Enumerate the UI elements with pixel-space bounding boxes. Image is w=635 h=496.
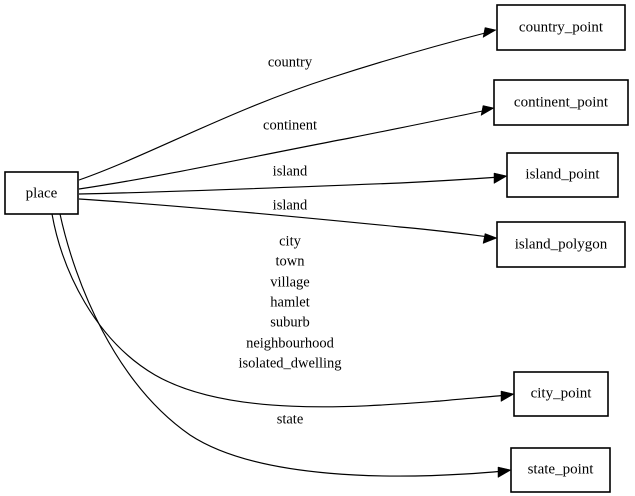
node-island-point-box xyxy=(506,152,619,198)
edge-line-continent xyxy=(78,109,488,190)
node-island-point-label: island_point xyxy=(525,166,600,182)
arrow-head-country xyxy=(482,27,497,38)
edge-line-country xyxy=(78,31,490,181)
edge-label-city-line-suburb: suburb xyxy=(270,314,309,330)
edge-label-state: state xyxy=(277,411,304,427)
node-state-point-box xyxy=(510,447,611,493)
edge-label-island-polygon: island xyxy=(273,197,308,213)
node-place-label: place xyxy=(26,185,58,201)
arrow-head-state xyxy=(497,466,512,478)
node-island-polygon-box xyxy=(496,221,626,268)
node-place-box xyxy=(4,171,79,215)
arrow-head-island-point xyxy=(493,172,508,184)
edge-label-city-line-neighbourhood: neighbourhood xyxy=(246,335,335,351)
edge-label-city-line-town: town xyxy=(276,253,306,269)
edge-line-island-polygon xyxy=(78,198,491,238)
arrow-head-continent xyxy=(480,105,495,116)
edge-line-city xyxy=(51,213,508,408)
node-continent-point[interactable]: continent_point xyxy=(493,79,629,126)
node-country-point-label: country_point xyxy=(519,19,604,35)
edge-place-to-island-point[interactable] xyxy=(78,172,508,195)
edge-label-city-line-isolated-dwelling: isolated_dwelling xyxy=(238,355,341,371)
edge-label-continent: continent xyxy=(263,117,317,133)
edge-label-island-point: island xyxy=(273,163,308,179)
edge-label-city-multiline: city town village hamlet suburb neighbou… xyxy=(238,233,341,371)
node-continent-point-box xyxy=(493,79,629,126)
node-island-polygon-label: island_polygon xyxy=(515,236,608,252)
edge-place-to-city-point[interactable] xyxy=(51,213,515,408)
node-island-polygon[interactable]: island_polygon xyxy=(496,221,626,268)
edge-place-to-country-point[interactable] xyxy=(78,27,497,181)
node-continent-point-label: continent_point xyxy=(514,94,609,110)
edge-label-city-line-village: village xyxy=(270,274,309,290)
arrow-head-island-polygon xyxy=(482,233,498,244)
node-state-point-label: state_point xyxy=(528,461,595,477)
node-island-point[interactable]: island_point xyxy=(506,152,619,198)
node-city-point-box xyxy=(513,371,609,417)
node-place[interactable]: place xyxy=(4,171,79,215)
node-city-point-label: city_point xyxy=(531,385,593,401)
edge-place-to-state-point[interactable] xyxy=(59,213,512,478)
edge-line-state xyxy=(59,213,505,477)
edge-label-city-line-city: city xyxy=(279,233,301,249)
node-country-point-box xyxy=(496,4,626,51)
arrow-head-city xyxy=(500,390,515,402)
edge-place-to-island-polygon[interactable] xyxy=(78,198,498,244)
edge-label-country: country xyxy=(268,54,313,70)
node-city-point[interactable]: city_point xyxy=(513,371,609,417)
node-country-point[interactable]: country_point xyxy=(496,4,626,51)
node-state-point[interactable]: state_point xyxy=(510,447,611,493)
edge-label-city-line-hamlet: hamlet xyxy=(270,294,309,310)
edge-line-island-point xyxy=(78,176,501,195)
edge-place-to-continent-point[interactable] xyxy=(78,105,495,190)
